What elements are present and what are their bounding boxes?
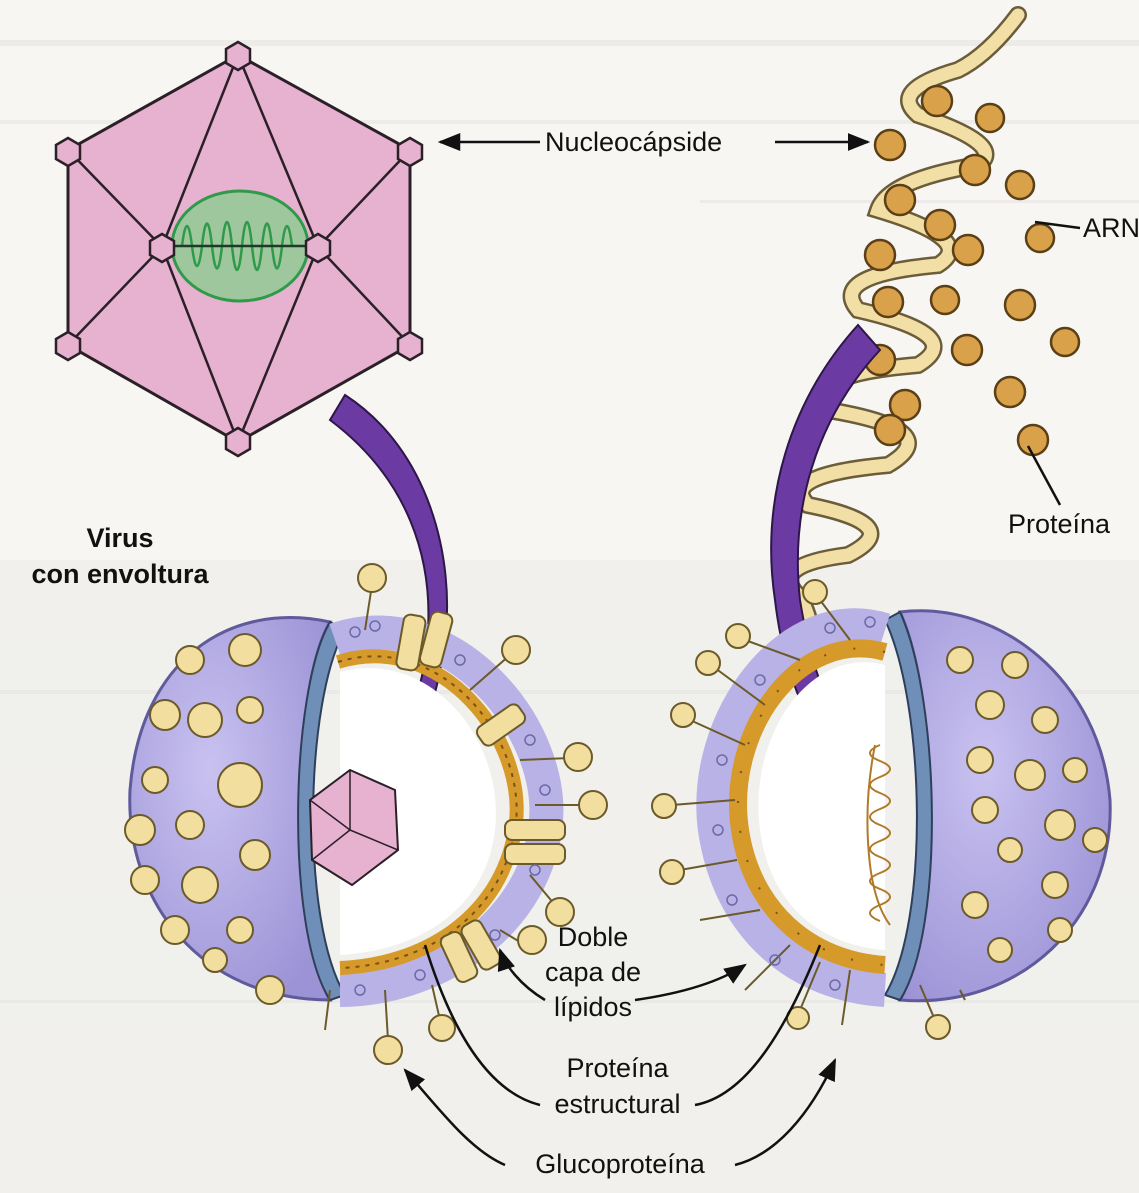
label-enveloped-virus-line1: Virus — [20, 522, 220, 554]
label-structural-line1: Proteína — [545, 1052, 690, 1084]
icosahedral-capsid — [56, 42, 422, 456]
label-lipid-line2: capa de — [538, 956, 648, 988]
label-rna: ARN — [1083, 212, 1139, 244]
label-protein-helix: Proteína — [1008, 508, 1110, 540]
label-lipid-line1: Doble — [548, 921, 638, 953]
label-lipid-line3: lípidos — [548, 991, 638, 1023]
label-glycoprotein: Glucoproteína — [510, 1148, 730, 1180]
label-enveloped-virus-line2: con envoltura — [20, 558, 220, 590]
label-nucleocapsid: Nucleocápside — [545, 126, 722, 158]
label-structural-line2: estructural — [545, 1088, 690, 1120]
